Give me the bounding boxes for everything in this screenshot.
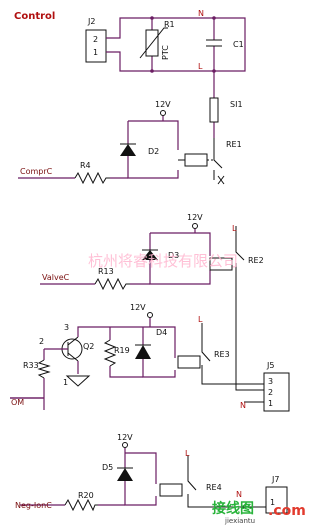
label-l-re4: L	[185, 449, 190, 458]
contact-re4	[187, 455, 266, 508]
contact-re3	[201, 323, 264, 385]
label-q-pin2: 2	[39, 337, 44, 346]
label-ptc: PTC	[161, 45, 170, 60]
label-r1: R1	[164, 20, 175, 29]
label-q-pin1: 1	[63, 378, 68, 387]
label-re1: RE1	[226, 140, 242, 149]
relay-coil-re4	[159, 483, 183, 497]
label-j5-pin3: 3	[268, 377, 273, 386]
supply-node-12v	[192, 223, 198, 229]
contact-re2	[235, 226, 264, 391]
label-n-j7: N	[236, 490, 242, 499]
label-j5-pin2: 2	[268, 388, 273, 397]
label-12v-3: 12V	[130, 303, 146, 312]
diode-d2	[120, 144, 136, 156]
wire-r19	[109, 327, 143, 378]
contact-re1	[213, 138, 223, 180]
label-j2-pin1: 1	[93, 48, 98, 57]
ptc-arrow	[139, 27, 168, 59]
diagram-title: Control	[14, 11, 55, 22]
wire-d5	[124, 448, 157, 506]
label-j5-pin1: 1	[268, 399, 273, 408]
label-l-top: L	[198, 62, 203, 71]
label-n-top: N	[198, 9, 204, 18]
label-12v-1: 12V	[155, 100, 171, 109]
label-re2: RE2	[248, 256, 264, 265]
label-d2: D2	[148, 147, 159, 156]
watermark-logo-cn: 接线图	[212, 500, 254, 517]
label-q2: Q2	[83, 342, 94, 351]
label-re3: RE3	[214, 350, 230, 359]
wire-d3	[149, 229, 211, 285]
resistor-r33	[37, 359, 51, 379]
label-j5: J5	[266, 361, 274, 370]
label-l-re2: L	[232, 224, 237, 233]
wire-d2	[127, 116, 179, 179]
signal-negionc: Neg-IonC	[15, 501, 52, 510]
label-d4: D4	[156, 328, 167, 337]
relay-coil-re2	[209, 257, 233, 271]
watermark-site: jiexiantu	[224, 517, 255, 525]
supply-node-12v	[122, 442, 128, 448]
label-j7-pin1: 1	[270, 498, 275, 507]
node	[212, 16, 216, 20]
connector-j5	[263, 372, 290, 412]
re1-cross	[217, 175, 225, 185]
resistor-r13	[94, 277, 130, 291]
wire-d4	[80, 318, 176, 378]
label-d3: D3	[168, 251, 179, 260]
label-si1: SI1	[230, 100, 243, 109]
watermark-company: 杭州将睿科技有限公司	[88, 252, 238, 270]
signal-om: OM	[11, 398, 24, 407]
label-c1: C1	[233, 40, 244, 49]
fuse-si1	[209, 97, 219, 123]
node	[150, 16, 154, 20]
label-j2: J2	[87, 17, 95, 26]
node	[150, 69, 154, 73]
supply-node-12v	[147, 312, 153, 318]
connector-j2	[85, 29, 107, 63]
label-r33: R33	[23, 361, 39, 370]
resistor-ptc	[145, 29, 159, 57]
diode-d4	[135, 345, 151, 359]
wire-top-loop	[106, 17, 246, 72]
label-12v-4: 12V	[117, 433, 133, 442]
label-q-pin3: 3	[64, 323, 69, 332]
connector-j7	[265, 486, 288, 514]
diode-d3	[142, 250, 158, 260]
label-r13: R13	[98, 267, 114, 276]
label-l-re3: L	[198, 315, 203, 324]
label-12v-2: 12V	[187, 213, 203, 222]
resistor-r19	[103, 339, 117, 367]
signal-comprc: ComprC	[20, 167, 53, 176]
relay-coil-re1	[184, 153, 208, 167]
label-j2-pin2: 2	[93, 35, 98, 44]
resistor-r20	[64, 498, 98, 512]
capacitor-c1	[206, 39, 222, 47]
diode-d5	[117, 468, 133, 481]
wire-q2	[44, 326, 80, 374]
label-j7: J7	[271, 475, 279, 484]
ground-symbol	[65, 375, 91, 387]
label-d5: D5	[102, 463, 113, 472]
watermark-logo-com: .com	[268, 503, 306, 519]
label-re4: RE4	[206, 483, 222, 492]
signal-valvec: ValveC	[42, 273, 70, 282]
label-n-j5: N	[240, 401, 246, 410]
resistor-r4	[74, 171, 110, 185]
label-r4: R4	[80, 161, 91, 170]
relay-coil-re3	[177, 355, 201, 369]
supply-node-12v	[160, 110, 166, 116]
label-r20: R20	[78, 491, 94, 500]
label-r19: R19	[114, 346, 130, 355]
